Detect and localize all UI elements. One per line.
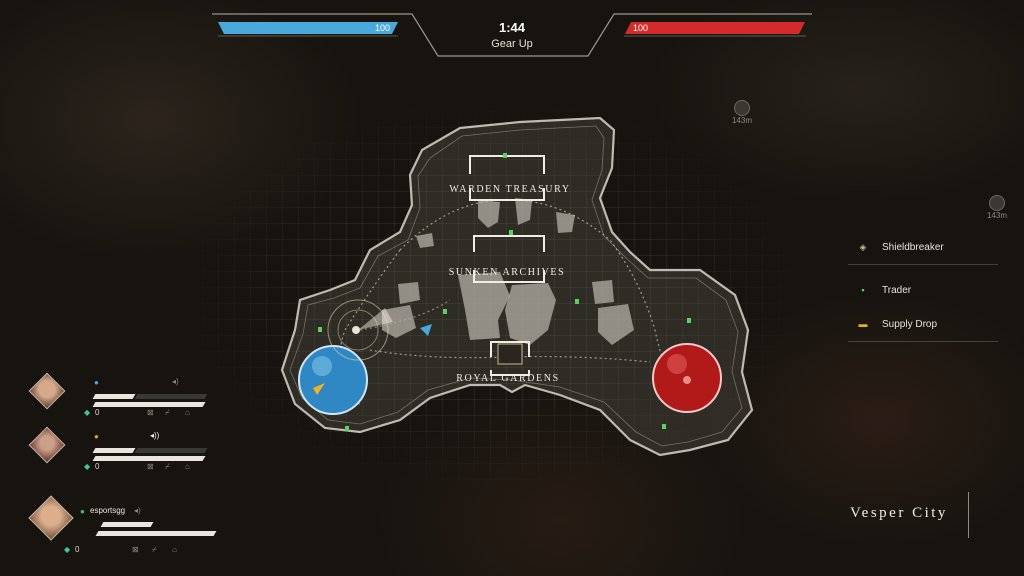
trader-icon bbox=[509, 230, 513, 235]
ability-icon: ⌿ bbox=[165, 408, 170, 417]
ability-icon: ⊠ bbox=[147, 408, 154, 417]
ability-icon: ⌂ bbox=[172, 545, 177, 554]
player-name: esportsgg bbox=[90, 506, 126, 515]
currency-icon: ◆ bbox=[84, 462, 91, 471]
trader-icon bbox=[575, 299, 579, 304]
island-inner-outline bbox=[289, 125, 743, 447]
path-dotted bbox=[359, 299, 451, 331]
trader-icon bbox=[443, 309, 447, 314]
location-label-sunken-archives[interactable]: Sunken Archives bbox=[448, 267, 566, 278]
status-badge-icon: ● bbox=[94, 432, 99, 441]
stamina-bar bbox=[95, 531, 217, 536]
legend-divider bbox=[848, 341, 998, 342]
currency-count: 0 bbox=[95, 462, 100, 471]
trader-icon bbox=[503, 153, 507, 158]
offscreen-marker: 143m bbox=[730, 100, 754, 125]
trader-icon bbox=[662, 424, 666, 429]
legend-item-supply-drop[interactable]: ▬ Supply Drop bbox=[848, 307, 998, 341]
legend-item-shieldbreaker[interactable]: ◈ Shieldbreaker bbox=[848, 230, 998, 264]
region-name: Vesper City bbox=[850, 505, 948, 521]
legend-item-trader[interactable]: ▪ Trader bbox=[848, 273, 998, 307]
ability-icon: ⊠ bbox=[132, 545, 139, 554]
ability-icon: ⌂ bbox=[185, 408, 190, 417]
player-range-ring bbox=[327, 299, 389, 361]
player-view-cone bbox=[358, 308, 393, 330]
offscreen-marker: 143m bbox=[985, 195, 1009, 220]
hud-frame bbox=[212, 13, 812, 57]
paper-plane-icon bbox=[313, 383, 325, 395]
legend-label: Trader bbox=[882, 284, 912, 296]
skull-icon bbox=[683, 376, 691, 384]
status-badge-icon: ● bbox=[94, 378, 99, 387]
speaker-active-icon[interactable]: ◂)) bbox=[150, 431, 160, 440]
location-label-warden-treasury[interactable]: Warden Treasury bbox=[449, 184, 571, 195]
ability-icon: ⊠ bbox=[147, 462, 154, 471]
ability-icon: ⌿ bbox=[152, 545, 157, 554]
blue-team-base bbox=[298, 345, 368, 415]
trader-icon bbox=[687, 318, 691, 323]
stamina-bar bbox=[92, 456, 206, 461]
status-badge-icon: ● bbox=[80, 507, 85, 516]
red-team-health-bar: 100 bbox=[625, 22, 805, 34]
ability-icon: ⌂ bbox=[185, 462, 190, 471]
trader-icon bbox=[345, 426, 349, 431]
hunter-icon bbox=[989, 195, 1005, 211]
armor-bar bbox=[134, 394, 208, 399]
speaker-muted-icon[interactable]: ◂) bbox=[134, 506, 141, 515]
shieldbreaker-icon: ◈ bbox=[859, 241, 867, 252]
hunter-icon bbox=[734, 100, 750, 116]
blue-team-health-bar: 100 bbox=[218, 22, 398, 34]
trader-markers bbox=[318, 153, 691, 431]
stamina-bar bbox=[92, 402, 206, 407]
legend-label: Supply Drop bbox=[882, 318, 938, 330]
map-legend: ◈ Shieldbreaker ▪ Trader ▬ Supply Drop bbox=[848, 230, 998, 342]
round-phase: Gear Up bbox=[491, 38, 533, 50]
health-bar bbox=[92, 448, 136, 453]
speaker-muted-icon[interactable]: ◂) bbox=[172, 377, 179, 386]
armor-bar bbox=[134, 448, 208, 453]
player-marker bbox=[352, 326, 360, 334]
currency-count: 0 bbox=[95, 408, 100, 417]
red-team-health-value: 100 bbox=[633, 23, 649, 33]
health-bar bbox=[100, 522, 154, 527]
location-label-royal-gardens[interactable]: Royal Gardens bbox=[456, 373, 560, 384]
legend-divider bbox=[848, 264, 998, 265]
ally-marker-icon bbox=[420, 324, 432, 336]
health-bar bbox=[92, 394, 136, 399]
red-team-health-fill bbox=[625, 22, 805, 34]
offscreen-distance: 143m bbox=[986, 211, 1007, 220]
currency-icon: ◆ bbox=[64, 545, 71, 554]
blue-team-health-fill bbox=[218, 22, 398, 34]
region-name-divider bbox=[968, 492, 969, 538]
trader-icon bbox=[318, 327, 322, 332]
currency-count: 0 bbox=[75, 545, 80, 554]
supply-drop-icon: ▬ bbox=[858, 319, 868, 329]
trader-icon: ▪ bbox=[861, 285, 865, 295]
blue-team-health-value: 100 bbox=[374, 23, 390, 33]
currency-icon: ◆ bbox=[84, 408, 91, 417]
timer-value: 1:44 bbox=[498, 20, 526, 35]
legend-label: Shieldbreaker bbox=[882, 241, 944, 253]
ability-icon: ⌿ bbox=[165, 462, 170, 471]
offscreen-distance: 143m bbox=[731, 116, 752, 125]
buildings bbox=[382, 198, 634, 345]
round-timer: 1:44 Gear Up bbox=[462, 20, 562, 50]
